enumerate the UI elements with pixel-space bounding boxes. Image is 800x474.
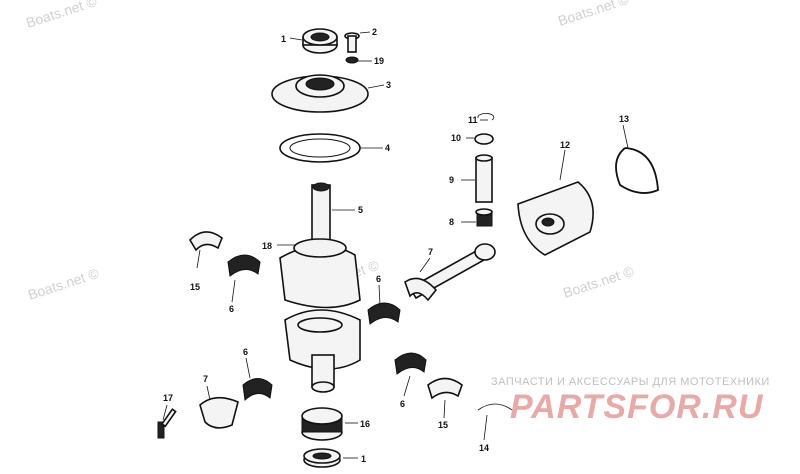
rod-cap [199, 396, 239, 429]
piston-ring [615, 147, 659, 194]
callout-6-right: 6 [400, 399, 405, 409]
callout-17: 17 [163, 393, 173, 403]
leader-lines [162, 31, 629, 459]
shop-tagline: ЗАПЧАСТИ И АКСЕССУАРЫ ДЛЯ МОТОТЕХНИКИ [491, 376, 770, 388]
callout-15-left: 15 [190, 282, 200, 292]
needle-bearing-small [475, 208, 493, 227]
screw [344, 32, 360, 53]
watermark-left: Boats.net © [26, 265, 101, 303]
callout-15-right: 15 [438, 420, 448, 430]
callout-7-left: 7 [203, 374, 208, 384]
callout-13: 13 [619, 114, 629, 124]
bolt [157, 408, 177, 439]
callout-7-right: 7 [428, 247, 433, 257]
callout-19: 19 [374, 56, 384, 66]
piston [517, 181, 594, 256]
callout-14: 14 [479, 443, 489, 453]
washer [474, 133, 494, 145]
lock-washer [345, 56, 359, 64]
oil-seal-bottom [303, 448, 341, 468]
callout-1-top: 1 [281, 34, 286, 44]
watermark-top-right: Boats.net © [556, 0, 631, 29]
crank-lower-ring [297, 317, 343, 333]
needle-bearing-right [394, 352, 427, 375]
callout-8: 8 [449, 217, 454, 227]
needle-bearing-left [227, 254, 261, 277]
needle-bearing-center [367, 302, 401, 325]
main-bearing-ring [293, 238, 347, 258]
gasket [279, 133, 361, 163]
callout-11: 11 [468, 115, 478, 125]
callout-1-bottom: 1 [361, 454, 366, 464]
oil-seal-top [302, 28, 338, 54]
callout-12: 12 [560, 140, 570, 150]
circlip [477, 113, 495, 121]
bearing-half-left [188, 231, 223, 252]
callout-9: 9 [449, 175, 454, 185]
roller-bearing [301, 407, 343, 441]
bearing-half-right [427, 377, 463, 400]
callout-numbers: 1 2 19 3 4 5 18 15 6 6 6 6 11 10 9 8 7 1… [163, 27, 629, 464]
callout-10: 10 [451, 133, 461, 143]
callout-6-mid: 6 [376, 274, 381, 284]
callout-2: 2 [372, 27, 377, 37]
bearing-housing [271, 74, 369, 113]
shop-logo: PARTSFOR.RU [510, 388, 764, 426]
callout-3: 3 [386, 80, 391, 90]
watermark-top-left: Boats.net © [24, 0, 99, 31]
callout-4: 4 [385, 143, 390, 153]
watermark-right: Boats.net © [561, 263, 636, 301]
callout-6-low: 6 [243, 347, 248, 357]
callout-6-left: 6 [229, 304, 234, 314]
retaining-ring [477, 403, 513, 411]
connecting-rod [404, 243, 496, 302]
piston-pin [475, 154, 493, 203]
callout-18: 18 [262, 241, 272, 251]
callout-16: 16 [360, 419, 370, 429]
crankshaft [279, 182, 361, 393]
needle-bearing-lower [242, 378, 273, 402]
callout-5: 5 [358, 205, 363, 215]
